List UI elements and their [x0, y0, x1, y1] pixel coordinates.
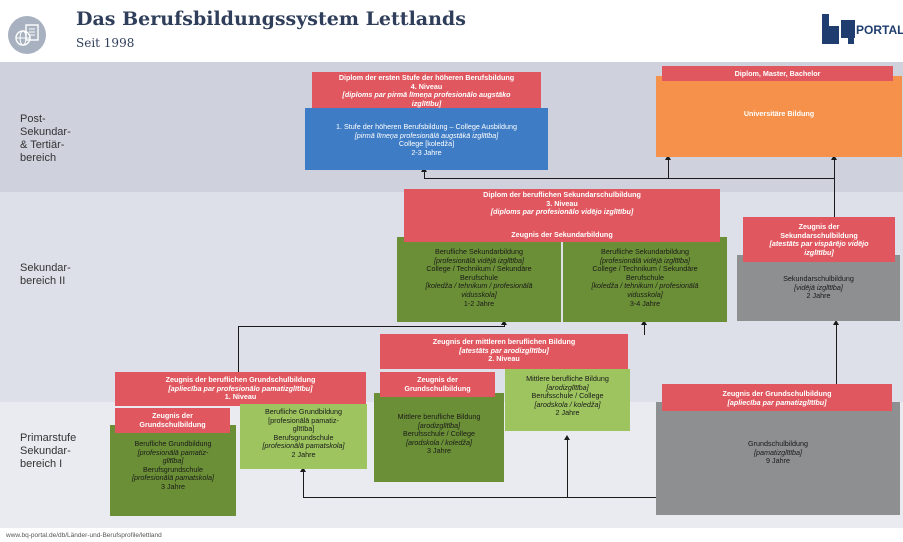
zeugnis-sekundarbildung: Zeugnis der Sekundarbildung — [404, 227, 720, 242]
connector-line — [424, 170, 425, 179]
connector-line — [238, 326, 504, 327]
arrow-up-icon — [564, 435, 570, 440]
zeugnis-mittlere-berufliche-bildung: Zeugnis der mittleren beruflichen Bildun… — [380, 334, 628, 369]
source-url: www.bq-portal.de/db/Länder-und-Berufspro… — [6, 532, 162, 539]
arrow-up-icon — [300, 467, 306, 472]
diplom-berufliche-sekundarschulbildung: Diplom der beruflichen Sekundarschulbild… — [404, 189, 720, 227]
logo-text: PORTAL — [856, 23, 903, 37]
level-label-prim: Primarstufe Sekundar- bereich I — [20, 432, 77, 470]
arrow-up-icon — [501, 320, 507, 325]
sekundarschulbildung: Sekundarschulbildung [vidējā izglītība] … — [737, 255, 900, 321]
zeugnis-grundschulbildung-mid: Zeugnis der Grundschulbildung — [380, 372, 495, 397]
diplom-master-bachelor: Diplom, Master, Bachelor — [662, 66, 893, 81]
connector-line — [668, 160, 669, 178]
level-label-post: Post- Sekundar- & Tertiär- bereich — [20, 113, 71, 164]
connector-line — [303, 472, 304, 498]
mittlere-berufliche-bildung-3: Mittlere berufliche Bildung [arodizglītī… — [374, 393, 504, 482]
zeugnis-sekundarschulbildung: Zeugnis der Sekundarschulbildung [atestā… — [743, 217, 895, 262]
arrow-up-icon — [833, 320, 839, 325]
mittlere-berufliche-bildung-2: Mittlere berufliche Bildung [arodizglītī… — [505, 369, 630, 431]
connector-line — [303, 497, 656, 498]
zeugnis-berufliche-grundschulbildung: Zeugnis der beruflichen Grundschulbildun… — [115, 372, 366, 406]
connector-line — [238, 326, 239, 372]
bq-portal-logo — [820, 14, 903, 46]
level-label-sek2: Sekundar- bereich II — [20, 262, 71, 287]
connector-line — [424, 178, 834, 179]
berufliche-grundbildung-3: Berufliche Grundbildung [profesionālā pa… — [110, 425, 236, 516]
diplom-hoehere-berufsbildung: Diplom der ersten Stufe der höheren Beru… — [312, 72, 541, 110]
page-title: Das Berufsbildungssystem Lettlands — [76, 8, 466, 30]
zeugnis-grundschulbildung-left: Zeugnis der Grundschulbildung — [115, 408, 230, 433]
arrow-up-icon — [831, 155, 837, 160]
zeugnis-grundschulbildung-right: Zeugnis der Grundschulbildung [apliecība… — [662, 384, 892, 411]
arrow-up-icon — [665, 155, 671, 160]
college-ausbildung: 1. Stufe der höheren Berufsbildung – Col… — [305, 108, 548, 170]
berufliche-sekundarbildung-3-4: Berufliche Sekundarbildung [profesionālā… — [563, 237, 727, 322]
berufliche-grundbildung-2: Berufliche Grundbildung [profesionālā pa… — [240, 404, 367, 469]
grundschulbildung: Grundschulbildung [pamatizglītība] 9 Jah… — [656, 402, 900, 515]
universitaere-bildung: Universitäre Bildung — [656, 76, 902, 157]
page-subtitle: Seit 1998 — [76, 36, 135, 50]
connector-line — [836, 325, 837, 386]
connector-line — [567, 440, 568, 497]
berufliche-sekundarbildung-1-2: Berufliche Sekundarbildung [profesionālā… — [397, 237, 561, 322]
connector-line — [834, 160, 835, 257]
connector-line — [644, 322, 645, 335]
arrow-up-icon — [641, 320, 647, 325]
globe-document-icon — [8, 16, 46, 54]
